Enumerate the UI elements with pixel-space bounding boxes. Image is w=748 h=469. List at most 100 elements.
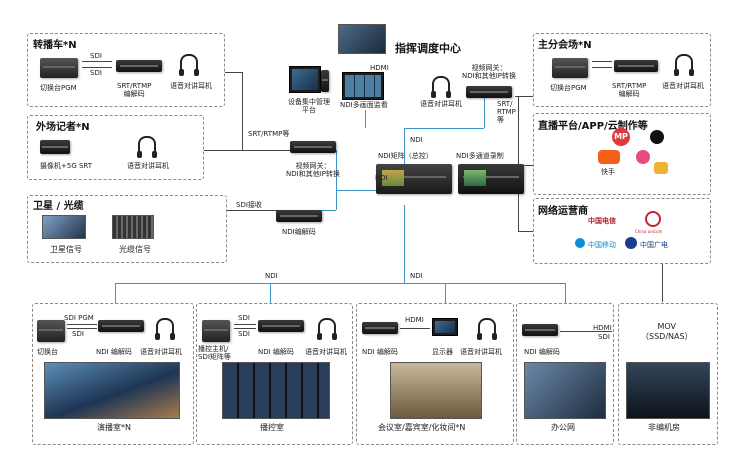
control-arrow	[234, 328, 256, 329]
control-arrow	[234, 324, 256, 325]
meeting-intercom-label: 语音对讲耳机	[460, 348, 502, 356]
link-line	[518, 96, 519, 231]
studio-photo	[44, 362, 180, 419]
bus-ndi3-label: NDI	[410, 272, 423, 280]
reporter-intercom-label: 语音对讲耳机	[127, 162, 169, 170]
branch-title: 主分会场*N	[538, 40, 592, 51]
studio-arrow	[67, 324, 97, 325]
control-photo	[222, 362, 330, 419]
office-encoder-label: NDI 编解码	[524, 348, 560, 356]
obvan-intercom-label: 语音对讲耳机	[170, 82, 212, 90]
meeting-photo	[390, 362, 482, 419]
control-center-photo	[338, 24, 386, 54]
branch-encoder-device	[614, 60, 658, 72]
link-line	[515, 96, 535, 97]
satellite-encoder-device	[276, 210, 322, 222]
telecom-label: 中国电信	[588, 217, 616, 225]
mobile-logo-icon	[575, 238, 585, 248]
unicom-logo-icon	[645, 211, 661, 227]
tiktok-logo-icon	[650, 130, 664, 144]
left-gateway-srt-label: SRT/RTMP等	[248, 130, 290, 138]
branch-encoder-label: SRT/RTMP 编解码	[612, 82, 647, 98]
center-title: 指挥调度中心	[395, 42, 461, 55]
link-line	[662, 262, 663, 302]
bilibili-logo-icon	[636, 150, 650, 164]
obvan-arrow	[82, 67, 112, 68]
office-photo	[524, 362, 606, 419]
meeting-arrow	[400, 328, 430, 329]
center-intercom-label: 语音对讲耳机	[420, 100, 462, 108]
center-hdmi-label: HDMI	[370, 64, 389, 72]
link-line	[365, 110, 366, 128]
multiview-label: NDI多画面监看	[340, 101, 388, 109]
bus-ndi1-label: NDI	[375, 174, 388, 182]
obvan-encoder-label: SRT/RTMP 编解码	[117, 82, 152, 98]
mgmt-tower	[321, 70, 329, 92]
link-line	[336, 190, 337, 210]
bus-ndi2-label: NDI	[265, 272, 278, 280]
multiview-monitor	[342, 72, 384, 100]
broadcast-label: 中国广电	[640, 241, 668, 249]
office-hdmi-label: HDMI	[593, 324, 612, 332]
link-line	[115, 283, 565, 284]
kuaishou-label: 快手	[601, 168, 615, 176]
obvan-switcher-device	[40, 58, 78, 78]
satellite-encoder-label: NDI编解码	[282, 228, 316, 236]
office-title: 办公网	[551, 423, 575, 432]
studio-intercom-label: 语音对讲耳机	[140, 348, 182, 356]
camera-label: 摄像机+5G SRT	[40, 162, 93, 170]
mgmt-monitor	[289, 66, 321, 93]
branch-arrow	[592, 61, 612, 62]
link-line	[518, 231, 533, 232]
control-encoder-device	[258, 320, 304, 332]
link-line	[242, 72, 243, 150]
link-line	[404, 128, 405, 166]
link-line	[225, 210, 280, 211]
office-arrow	[560, 331, 612, 332]
kanjian-logo-icon	[654, 162, 668, 174]
studio-encoder-device	[98, 320, 144, 332]
platform-title: 直播平台/APP/云制作等	[538, 121, 648, 132]
meeting-title: 会议室/嘉宾室/化妆间*N	[378, 423, 466, 432]
center-ndi-label: NDI	[410, 136, 423, 144]
office-sdi-label: SDI	[598, 333, 610, 341]
studio-encoder-label: NDI 编解码	[96, 348, 132, 356]
edit-mov-label: MOV （SSD/NAS）	[641, 322, 693, 341]
branch-intercom-label: 语音对讲耳机	[662, 82, 704, 90]
isp-title: 网络运营商	[538, 206, 588, 217]
left-gateway-device	[290, 141, 336, 153]
studio-switcher-label: 切换台	[37, 348, 58, 356]
platform-box	[533, 113, 711, 195]
control-headset-icon	[317, 318, 337, 340]
control-sdi1-label: SDI	[238, 314, 250, 322]
isp-box	[533, 198, 711, 264]
studio-sdipgm-label: SDI PGM	[64, 314, 94, 322]
link-line	[336, 190, 376, 191]
meeting-display-monitor	[432, 318, 458, 336]
branch-switcher-label: 切换台PGM	[550, 84, 587, 92]
mobile-label: 中国移动	[588, 241, 616, 249]
studio-title: 演播室*N	[97, 423, 131, 432]
satellite-photo	[42, 215, 86, 239]
branch-headset-icon	[674, 54, 694, 76]
edit-photo	[626, 362, 710, 419]
control-title: 播控室	[260, 423, 284, 432]
recorder-device	[458, 164, 524, 194]
obvan-title: 转播车*N	[33, 40, 77, 51]
office-encoder-device	[522, 324, 558, 336]
link-line	[404, 128, 484, 129]
control-encoder-label: NDI 编解码	[258, 348, 294, 356]
satellite-title: 卫星 / 光缆	[33, 201, 84, 212]
recorder-screen	[464, 170, 486, 186]
unicom-label: China unicom	[635, 229, 663, 234]
camera-device	[40, 140, 70, 154]
center-gateway-label: 视频网关： NDI和其他IP转换	[462, 64, 516, 80]
control-sdi2-label: SDI	[238, 330, 250, 338]
obvan-switcher-label: 切换台PGM	[40, 84, 77, 92]
meeting-headset-icon	[477, 318, 497, 340]
matrix-screen	[382, 170, 404, 186]
meeting-display-label: 显示器	[432, 348, 453, 356]
link-line	[270, 283, 271, 303]
mgmt-label: 设备集中管理 平台	[288, 98, 330, 114]
studio-sdi-label: SDI	[72, 330, 84, 338]
